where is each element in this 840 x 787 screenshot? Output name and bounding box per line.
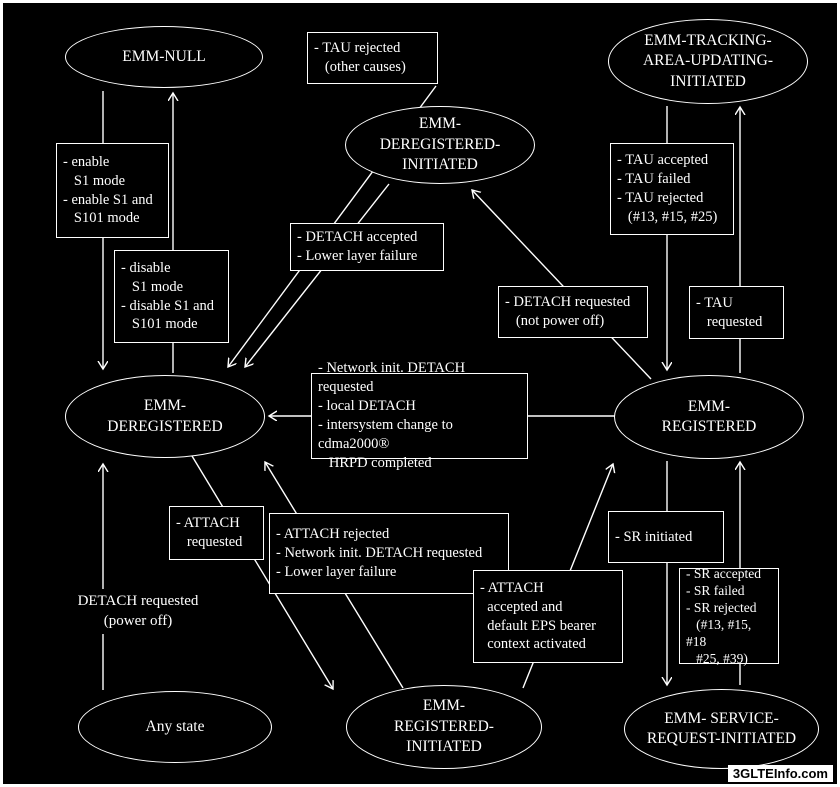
- arrow-deregistered-to-registered-initiated: [191, 455, 333, 689]
- state-emm-registered-initiated: EMM- REGISTERED- INITIATED: [346, 685, 542, 769]
- label-enable-s1-mode: - enable S1 mode - enable S1 and S101 mo…: [56, 143, 169, 238]
- state-emm-tracking-area-updating-initiated: EMM-TRACKING- AREA-UPDATING- INITIATED: [608, 19, 808, 104]
- state-any-state: Any state: [78, 691, 272, 763]
- label-tau-requested: - TAU requested: [689, 286, 784, 339]
- watermark-3glteinfo: 3GLTEInfo.com: [727, 765, 833, 782]
- label-detach-requested-not-power-off: - DETACH requested (not power off): [498, 286, 648, 338]
- label-attach-requested: - ATTACH requested: [169, 506, 264, 560]
- state-emm-null: EMM-NULL: [65, 26, 263, 88]
- state-emm-service-request-initiated: EMM- SERVICE- REQUEST-INITIATED: [624, 689, 819, 769]
- state-emm-deregistered: EMM- DEREGISTERED: [65, 375, 265, 458]
- state-emm-registered: EMM- REGISTERED: [614, 375, 804, 459]
- label-sr-initiated: - SR initiated: [608, 511, 724, 563]
- arrow-registered-to-deregistered-initiated: [472, 190, 652, 380]
- label-network-init-detach-local-detach-cdma2000: - Network init. DETACH requested - local…: [311, 360, 528, 471]
- label-detach-accepted-lower-layer-failure: - DETACH accepted - Lower layer failure: [290, 223, 444, 271]
- label-attach-accepted-default-eps-bearer: - ATTACH accepted and default EPS bearer…: [473, 570, 623, 663]
- label-tau-accepted-failed-rejected: - TAU accepted - TAU failed - TAU reject…: [610, 143, 734, 235]
- label-disable-s1-mode: - disable S1 mode - disable S1 and S101 …: [114, 250, 229, 343]
- label-tau-rejected-other-causes: - TAU rejected (other causes): [307, 32, 438, 84]
- state-emm-deregistered-initiated: EMM- DEREGISTERED- INITIATED: [345, 106, 535, 184]
- label-attach-rejected-network-detach-lower-layer-failure: - ATTACH rejected - Network init. DETACH…: [269, 513, 509, 594]
- label-sr-accepted-failed-rejected: - SR accepted - SR failed - SR rejected …: [679, 566, 779, 666]
- label-detach-requested-power-off: DETACH requested (power off): [65, 589, 211, 634]
- arrow-deregistered-initiated-to-deregistered: [245, 183, 390, 367]
